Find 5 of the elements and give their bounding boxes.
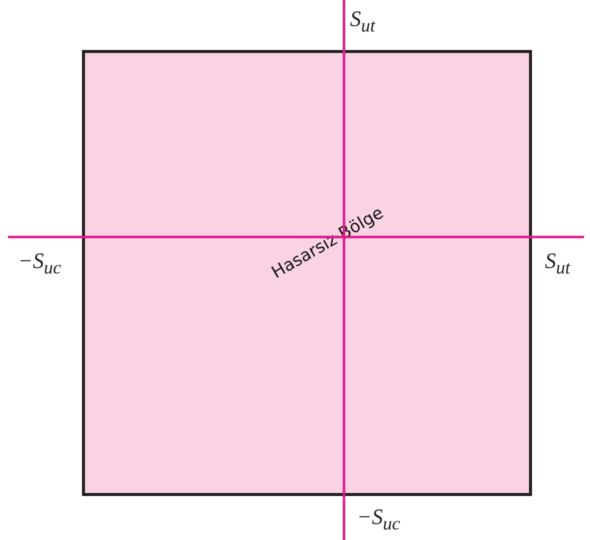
region-box xyxy=(82,50,532,496)
axis-limit-label: S$_{ut}$ xyxy=(545,248,570,278)
axis-limit-label: −S$_{uc}$ xyxy=(18,248,62,278)
axis-limit-label: S$_{ut}$ xyxy=(350,6,376,36)
axis-limit-label: −S$_{uc}$ xyxy=(357,504,400,534)
